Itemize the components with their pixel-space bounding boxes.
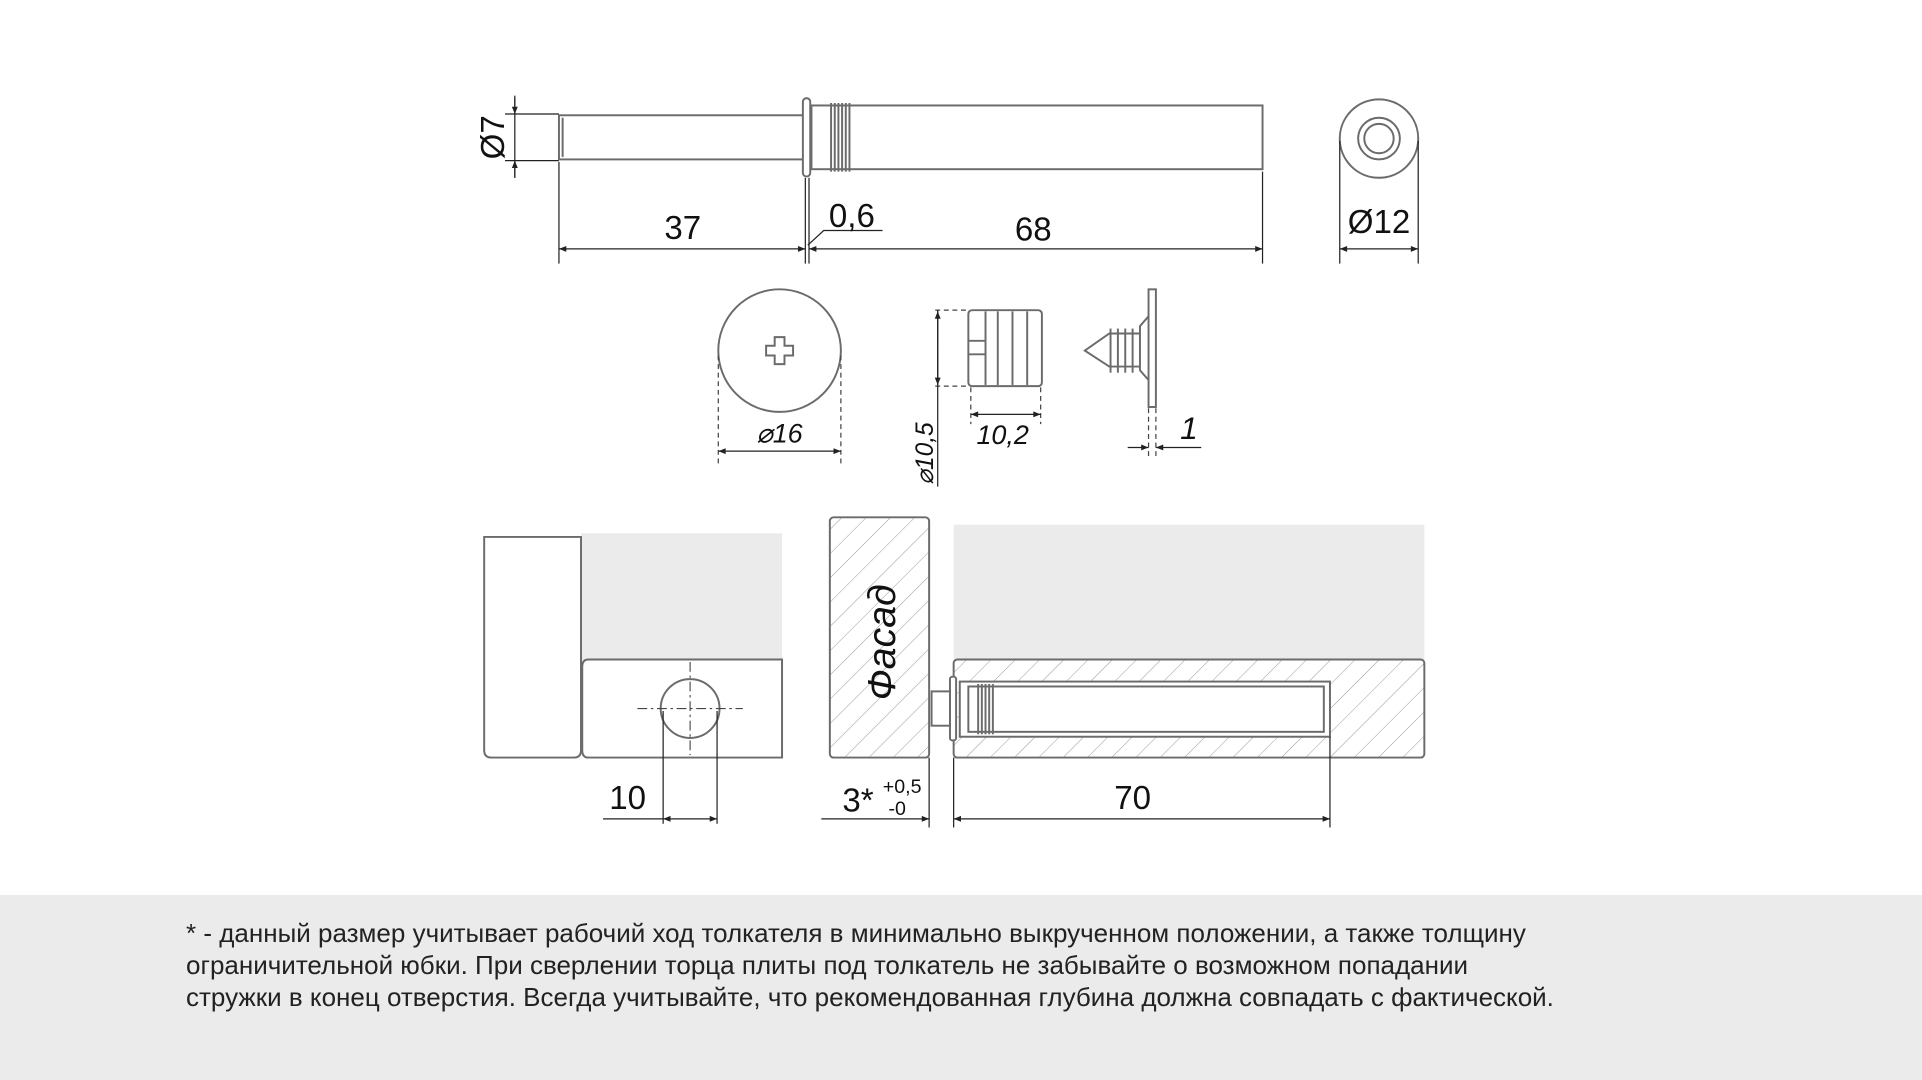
dim-d16: ⌀16 — [756, 419, 802, 449]
tolerance-plus: +0,5 — [883, 776, 922, 798]
dim-0-6: 0,6 — [829, 198, 875, 235]
dim-d12: Ø12 — [1348, 204, 1411, 241]
dim-10-2: 10,2 — [976, 420, 1028, 450]
threaded-insert-view: ⌀10,5 10,2 — [912, 309, 1043, 487]
screw-plate-view: 1 — [1083, 288, 1202, 460]
footnote-panel: * - данный размер учитывает рабочий ход … — [0, 895, 1922, 1080]
pusher-end-view: Ø12 — [1338, 98, 1420, 264]
facade-label: Фасад — [860, 584, 904, 700]
pusher-side-view: Ø7 37 0,6 68 — [475, 95, 1264, 264]
footnote-line: стружки в конец отверстия. Всегда учитыв… — [186, 982, 1554, 1012]
striker-plate-view: ⌀16 — [717, 288, 842, 464]
footnote-line: ограничительной юбки. При сверлении торц… — [186, 950, 1469, 980]
side-installation-view: 10 — [483, 533, 784, 824]
dim-37: 37 — [664, 210, 701, 247]
footnote-text: * - данный размер учитывает рабочий ход … — [186, 917, 1806, 1013]
dim-d7: Ø7 — [475, 115, 512, 159]
dim-d10-5: ⌀10,5 — [912, 422, 939, 485]
tolerance-minus: -0 — [889, 798, 907, 820]
dim-3-star: 3* — [842, 783, 873, 820]
dim-70: 70 — [1114, 780, 1151, 817]
dim-68: 68 — [1015, 211, 1052, 248]
section-installation-view: Фасад 3* +0,5 -0 70 — [821, 516, 1426, 828]
dim-1: 1 — [1180, 410, 1198, 446]
footnote-line: * - данный размер учитывает рабочий ход … — [186, 918, 1526, 948]
dim-10: 10 — [609, 780, 646, 817]
